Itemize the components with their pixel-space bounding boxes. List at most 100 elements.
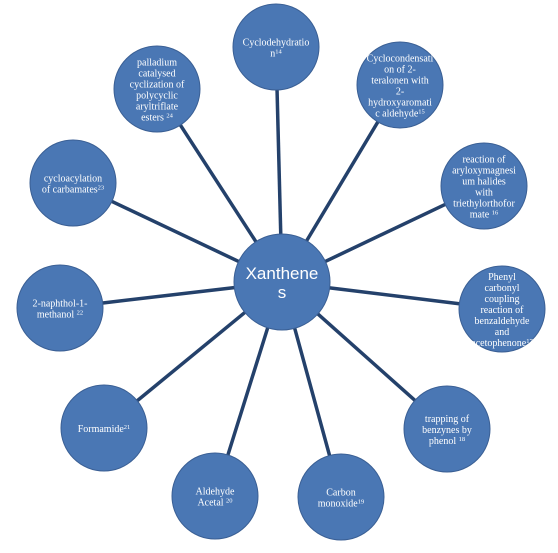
connector-phenyl-carbonyl <box>327 285 462 306</box>
node-label-line: esters 24 <box>141 112 174 124</box>
reference-number: 14 <box>275 48 282 55</box>
node-label-line: aryltriflate <box>136 101 179 112</box>
node-label-line: benzaldehyde <box>475 316 531 327</box>
node-label-line: monoxide19 <box>318 498 365 510</box>
node-label-line: Formamide21 <box>78 423 131 435</box>
node-label-text: on of 2- <box>384 64 416 75</box>
node-label-text: hydroxyaromati <box>368 97 432 108</box>
node-circle <box>113 45 201 133</box>
node-label-line: triethylorthofor <box>453 198 515 209</box>
node-label-line: cyclization of <box>130 79 185 90</box>
node-label-text: Cyclocondensati <box>367 53 434 64</box>
node-label-text: carbonyl <box>485 283 520 294</box>
node-label: Formamide21 <box>78 423 131 435</box>
hub-label-line: s <box>278 283 287 302</box>
node-label-text: coupling <box>485 294 520 305</box>
node-circle <box>60 384 148 472</box>
node-label-line: teralonen with <box>371 75 428 86</box>
node-label-text: um halides <box>462 176 506 187</box>
node-label-text: 2-naphthol-1- <box>33 298 88 309</box>
node-label-text: phenol <box>429 436 459 447</box>
node-label-line: and <box>495 327 509 338</box>
node-label-text: benzaldehyde <box>475 316 531 327</box>
connector-cyclodehydration <box>275 87 283 237</box>
node-label-text: esters <box>141 112 166 123</box>
node-label-text: acetophenone <box>471 338 527 349</box>
node-label-line: cycloacylation <box>44 173 102 184</box>
node-label-text: cycloacylation <box>44 173 102 184</box>
node-label-text: catalysed <box>138 68 175 79</box>
node-label-text: Aldehyde <box>196 486 235 497</box>
node-circle <box>171 452 259 540</box>
node-label-line: um halides <box>462 176 506 187</box>
node-label-line: Acetal 20 <box>197 497 232 509</box>
node-label-line: 2-naphthol-1- <box>33 298 88 309</box>
connector-cyclocondensation <box>304 119 381 244</box>
node-label-text: reaction of <box>480 305 524 316</box>
reference-number: 17 <box>526 337 533 344</box>
node-label-text: Phenyl <box>488 272 516 283</box>
node-circle <box>232 3 320 91</box>
node-label-line: polycyclic <box>136 90 178 101</box>
node-label-line: methanol 22 <box>37 309 83 321</box>
reference-number: 20 <box>226 497 233 504</box>
node-label-line: benzynes by <box>422 425 472 436</box>
node-circle <box>458 265 546 353</box>
node-label-line: Cyclocondensati <box>367 53 434 64</box>
node-label-text: methanol <box>37 309 77 320</box>
node-label-line: hydroxyaromati <box>368 97 432 108</box>
node-label-line: catalysed <box>138 68 175 79</box>
node-label-line: coupling <box>485 294 520 305</box>
node-circle <box>403 385 491 473</box>
node-label-line: Cyclodehydratio <box>243 37 310 48</box>
node-label-text: Cyclodehydratio <box>243 37 310 48</box>
node-label-text: aryloxymagnesi <box>452 165 516 176</box>
node-naphthol: 2-naphthol-1-methanol 22 <box>16 264 104 352</box>
node-label-text: c aldehyde <box>375 108 419 119</box>
connector-benzynes <box>315 311 418 404</box>
node-circle <box>440 142 528 230</box>
reference-number: 19 <box>358 498 365 505</box>
node-label-text: teralonen with <box>371 75 428 86</box>
node-circle <box>16 264 104 352</box>
node-label-text: mate <box>470 209 492 220</box>
node-label-text: and <box>495 327 509 338</box>
node-label-text: with <box>475 187 493 198</box>
hub-label-line: Xanthene <box>246 264 319 283</box>
node-label-line: reaction of <box>462 154 506 165</box>
node-label-line: aryloxymagnesi <box>452 165 516 176</box>
node-label-line: mate 16 <box>470 209 499 221</box>
node-label-text: polycyclic <box>136 90 178 101</box>
node-label-line: with <box>475 187 493 198</box>
node-label-text: aryltriflate <box>136 101 179 112</box>
hub-circle <box>233 233 331 331</box>
node-label-text: Acetal <box>197 497 226 508</box>
node-label-text: benzynes by <box>422 425 472 436</box>
node-circle <box>29 139 117 227</box>
node-label-text: n <box>270 48 275 59</box>
node-label-text: Formamide <box>78 424 125 435</box>
node-label-text: 2- <box>396 86 404 97</box>
node-label-line: acetophenone17 <box>471 337 533 349</box>
connector-formamide <box>134 309 248 404</box>
node-circle <box>356 41 444 129</box>
node-label-text: palladium <box>137 57 177 68</box>
node-label-line: Aldehyde <box>196 486 235 497</box>
reference-number: 21 <box>124 423 131 430</box>
reference-number: 16 <box>492 209 499 216</box>
